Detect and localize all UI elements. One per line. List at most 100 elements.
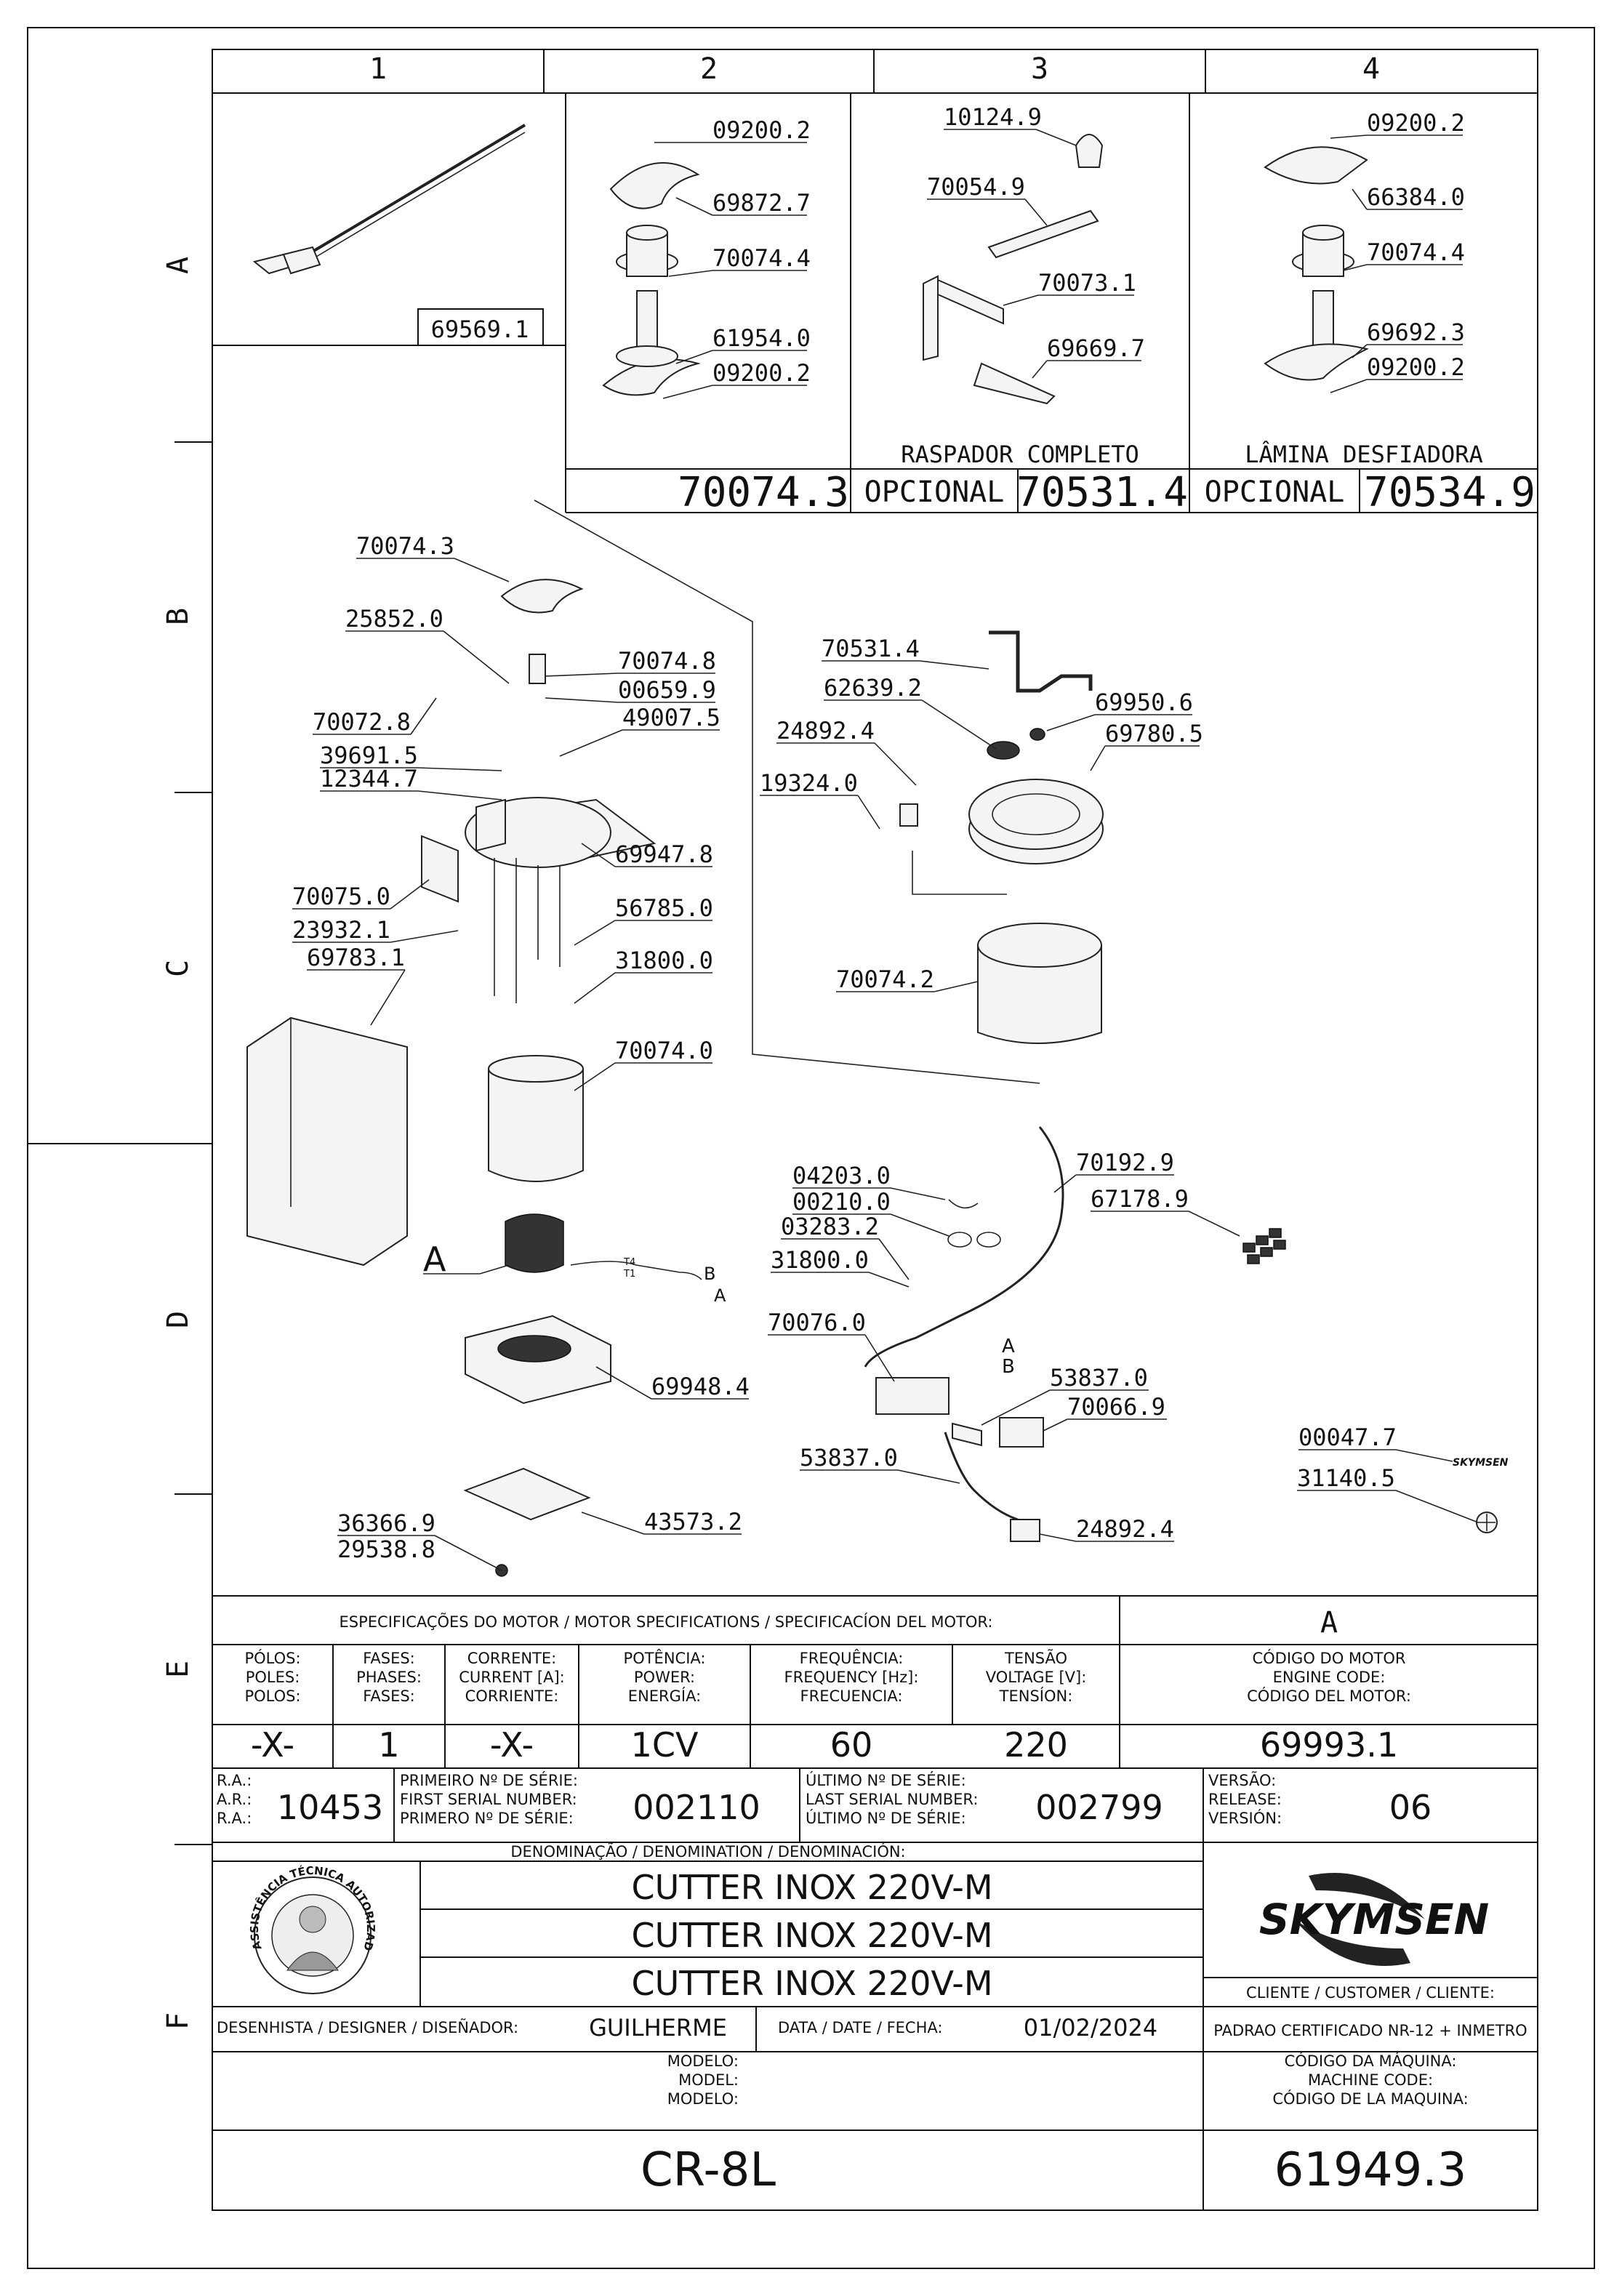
part-l-19: 29538.8	[337, 1536, 435, 1563]
part-a2-4: 61954.0	[712, 324, 811, 352]
part-l-6: 70072.8	[313, 708, 411, 736]
part-l-1: 70074.3	[356, 532, 454, 560]
scraper-code: 70531.4	[1016, 469, 1188, 516]
board-wire-b: B	[1002, 1356, 1015, 1378]
spec-header-current-es: CORRIENTE:	[465, 1687, 559, 1705]
part-r-5: 69780.5	[1105, 720, 1203, 747]
sheet-border	[27, 27, 1595, 2269]
ra-value: 10453	[277, 1788, 383, 1827]
spec-header-voltage-en: VOLTAGE [V]:	[986, 1669, 1087, 1686]
column-label-2: 2	[700, 52, 718, 86]
designer-name: GUILHERME	[589, 2014, 727, 2042]
row-label-b: B	[161, 608, 195, 625]
brand-name: SKYMSEN	[1259, 1895, 1489, 1944]
part-a4-5: 09200.2	[1367, 353, 1465, 381]
cord-code: 69569.1	[431, 316, 529, 343]
part-e-1: 70192.9	[1076, 1149, 1174, 1176]
spec-version-letter: A	[1320, 1606, 1338, 1639]
shredder-code: 70534.9	[1364, 469, 1535, 516]
spec-header-poles-es: POLOS:	[244, 1687, 300, 1705]
last-serial-label-en: LAST SERIAL NUMBER:	[806, 1791, 978, 1808]
spec-freq-value: 60	[830, 1725, 873, 1765]
part-l-13: 69783.1	[307, 944, 405, 971]
drawing-frame	[212, 49, 1538, 2211]
spec-header-engine-es: CÓDIGO DEL MOTOR:	[1247, 1687, 1411, 1705]
client-label: CLIENTE / CUSTOMER / CLIENTE:	[1246, 1984, 1495, 2002]
part-a3-4: 69669.7	[1047, 334, 1145, 362]
spec-header-freq-es: FRECUENCIA:	[800, 1687, 903, 1705]
part-l-18: 36366.9	[337, 1509, 435, 1537]
spec-current-value: -X-	[490, 1725, 534, 1765]
part-e-4: 67178.9	[1091, 1185, 1189, 1213]
row-label-f: F	[161, 2012, 195, 2030]
blade-assembly-code: 70074.3	[678, 469, 849, 516]
part-l-11: 56785.0	[615, 894, 713, 922]
spec-voltage-value: 220	[1004, 1725, 1068, 1765]
row-label-c: C	[161, 960, 195, 977]
spec-header-poles-en: POLES:	[246, 1669, 300, 1686]
wire-label-a: A	[714, 1285, 726, 1306]
shredder-illustration	[1264, 146, 1369, 381]
part-e-11: 24892.4	[1076, 1515, 1174, 1543]
part-l-15: 70074.0	[615, 1037, 713, 1064]
last-serial-label-es: ÚLTIMO Nº DE SÉRIE:	[806, 1809, 966, 1827]
part-l-14: 31800.0	[615, 947, 713, 974]
part-a2-2: 69872.7	[712, 189, 811, 217]
part-a3-2: 70054.9	[927, 173, 1025, 201]
part-r-4: 24892.4	[776, 717, 875, 744]
part-e-6: 31800.0	[771, 1246, 869, 1274]
model-value: CR-8L	[641, 2143, 776, 2197]
part-l-9: 69947.8	[615, 840, 713, 868]
last-serial-label-pt: ÚLTIMO Nº DE SÉRIE:	[806, 1771, 966, 1789]
ra-label-3: R.A.:	[217, 1810, 252, 1827]
part-e-8: 53837.0	[1050, 1364, 1148, 1392]
part-a2-5: 09200.2	[712, 359, 811, 387]
product-name-3: CUTTER INOX 220V-M	[631, 1964, 992, 2003]
part-l-16: 69948.4	[651, 1373, 750, 1400]
optional-label-scraper: OPCIONAL	[864, 475, 1005, 509]
version-label-pt: VERSÃO:	[1208, 1770, 1276, 1789]
part-r-6: 19324.0	[760, 769, 858, 797]
part-e-9: 70066.9	[1067, 1393, 1165, 1421]
first-serial-value: 002110	[633, 1788, 760, 1827]
part-e-10: 53837.0	[800, 1444, 898, 1472]
spec-header-engine-pt: CÓDIGO DO MOTOR	[1252, 1649, 1405, 1667]
shredder-title: LÂMINA DESFIADORA	[1245, 441, 1483, 468]
spec-poles-value: -X-	[251, 1725, 294, 1765]
motor-callouts: A B A T4 T1	[423, 1240, 726, 1306]
column-label-3: 3	[1031, 52, 1048, 86]
spec-header-power-pt: POTÊNCIA:	[624, 1649, 706, 1667]
brand-logo: SKYMSEN	[1259, 1873, 1489, 1966]
part-a4-1: 09200.2	[1367, 109, 1465, 137]
version-value: 06	[1389, 1788, 1432, 1827]
spec-header-freq-pt: FREQUÊNCIA:	[800, 1649, 904, 1667]
row-label-a: A	[161, 257, 195, 274]
part-r-2: 62639.2	[824, 674, 922, 702]
model-label-pt: MODELO:	[667, 2052, 739, 2070]
part-a2-1: 09200.2	[712, 116, 811, 144]
column-label-1: 1	[369, 52, 387, 86]
denomination-label: DENOMINAÇÃO / DENOMINATION / DENOMINACIÓ…	[510, 1842, 905, 1861]
part-l-2: 25852.0	[345, 605, 443, 633]
spec-power-value: 1CV	[631, 1725, 699, 1765]
ra-label-2: A.R.:	[217, 1791, 252, 1808]
date-value: 01/02/2024	[1024, 2014, 1157, 2042]
part-a4-4: 69692.3	[1367, 318, 1465, 346]
date-label: DATA / DATE / FECHA:	[778, 2019, 942, 2036]
spec-header-phases-en: PHASES:	[356, 1669, 422, 1686]
electrical-illustration: SKYMSEN A B	[864, 1126, 1509, 1542]
part-l-8: 12344.7	[320, 765, 418, 792]
product-name-1: CUTTER INOX 220V-M	[631, 1868, 992, 1907]
part-l-7: 39691.5	[320, 742, 418, 769]
ra-label-1: R.A.:	[217, 1772, 252, 1789]
part-e-5: 03283.2	[781, 1213, 879, 1240]
wire-label-b: B	[704, 1264, 715, 1284]
spec-title: ESPECIFICAÇÕES DO MOTOR / MOTOR SPECIFIC…	[340, 1612, 993, 1631]
part-a4-3: 70074.4	[1367, 238, 1465, 266]
optional-label-shredder: OPCIONAL	[1205, 475, 1345, 509]
main-assembly-illustration	[246, 499, 1040, 1577]
machine-code-value: 61949.3	[1274, 2143, 1467, 2197]
spec-header-voltage-es: TENSÍON:	[999, 1687, 1073, 1705]
part-l-17: 43573.2	[644, 1508, 742, 1536]
